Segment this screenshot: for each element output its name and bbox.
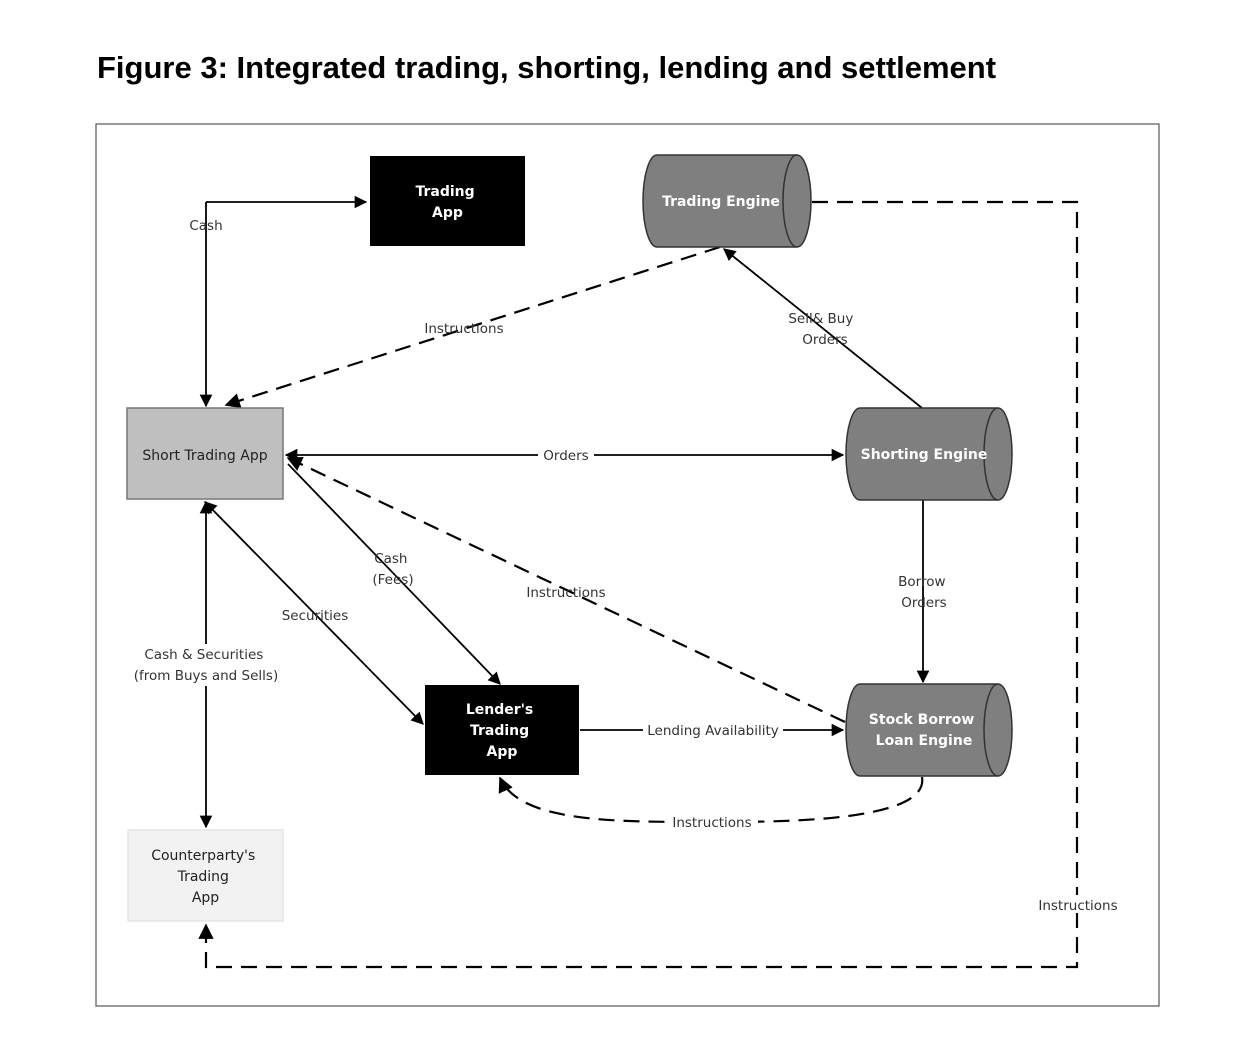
node-counterparty-app — [127, 829, 284, 922]
node-lenders-trading-app — [425, 685, 579, 775]
node-short-trading-app — [126, 407, 284, 500]
node-trading-engine: Trading Engine — [642, 154, 812, 248]
label-borrow-orders: Borrow Orders — [898, 574, 950, 611]
node-trading-app — [370, 156, 525, 246]
label-securities: Securities — [282, 608, 349, 624]
label-cash-securities: Cash & Securities (from Buys and Sells) — [134, 647, 278, 684]
label-orders: Orders — [543, 448, 588, 464]
node-shorting-engine: Shorting Engine — [845, 407, 1013, 501]
node-stock-borrow-engine: Stock Borrow Loan Engine — [845, 683, 1013, 777]
label-sell-buy-orders: Sell& Buy Orders — [788, 311, 857, 348]
edge-sell-buy-orders — [723, 248, 923, 409]
node-trading-engine-label: Trading Engine — [662, 194, 780, 210]
label-instructions-right: Instructions — [1038, 898, 1117, 914]
label-cash: Cash — [189, 218, 222, 234]
label-lending-availability: Lending Availability — [647, 723, 778, 739]
node-counterparty-app-label: Counterparty's Trading App — [151, 848, 260, 906]
edge-instructions-right — [198, 200, 1079, 969]
node-short-trading-app-label: Short Trading App — [142, 448, 267, 464]
label-cash-fees: Cash (Fees) — [372, 551, 413, 588]
diagram-frame — [95, 123, 1160, 1007]
edge-securities — [204, 501, 424, 725]
figure-title: Figure 3: Integrated trading, shorting, … — [97, 50, 997, 85]
node-trading-app-label: Trading App — [415, 184, 479, 221]
node-stock-borrow-engine-label: Stock Borrow Loan Engine — [869, 712, 979, 749]
label-instructions-mid: Instructions — [526, 585, 605, 601]
label-instructions-bottom: Instructions — [672, 815, 751, 831]
node-shorting-engine-label: Shorting Engine — [861, 447, 988, 463]
node-lenders-trading-app-label: Lender's Trading App — [466, 702, 538, 760]
edge-instructions-top — [224, 245, 721, 409]
label-instructions-top: Instructions — [424, 321, 503, 337]
edge-instructions-mid — [286, 456, 846, 723]
